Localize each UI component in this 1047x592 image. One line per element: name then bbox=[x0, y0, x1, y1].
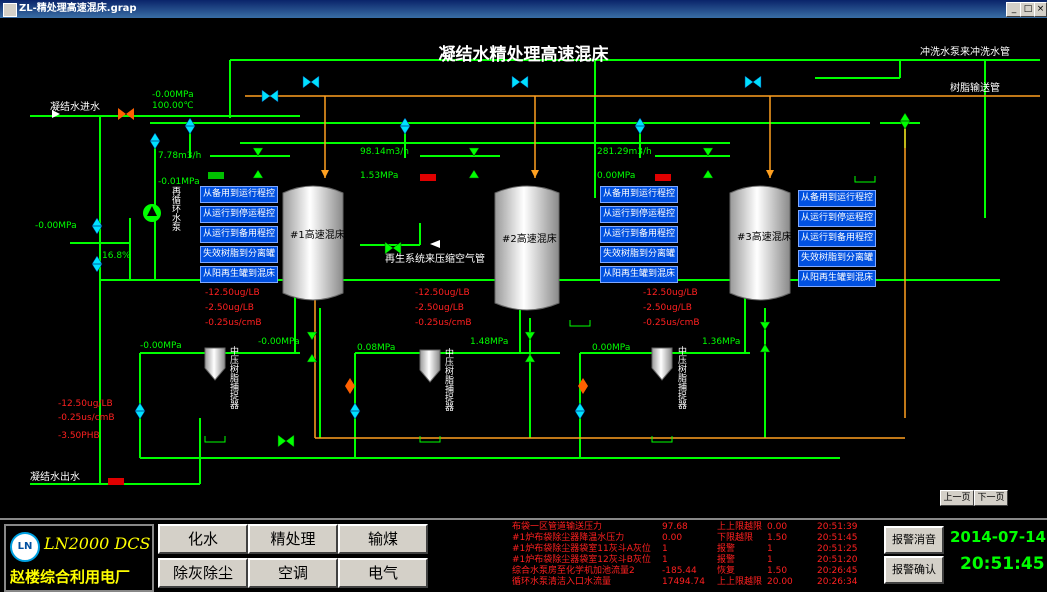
outlet-quality-1: -12.50ug/LB bbox=[58, 399, 113, 409]
vessel-3-ctrl-run-to-standby[interactable]: 从运行到备用程控 bbox=[798, 230, 876, 247]
current-time: 20:51:45 bbox=[960, 554, 1045, 574]
nav-water-chemistry[interactable]: 化水 bbox=[158, 524, 248, 554]
vessel-1-ctrl-resin-to-separator[interactable]: 失效树脂到分离罐 bbox=[200, 246, 278, 263]
vessel-1-label[interactable]: #1高速混床 bbox=[290, 230, 345, 241]
vessel-1-ctrl-standby-to-run[interactable]: 从备用到运行程控 bbox=[200, 186, 278, 203]
vessel-3-trap-label: 中压树脂捕捉器 bbox=[676, 346, 686, 409]
vessel-3-flow: 281.29m3/h bbox=[597, 147, 652, 157]
nav-hvac[interactable]: 空调 bbox=[248, 558, 338, 588]
vessel-1-ctrl-run-to-standby[interactable]: 从运行到备用程控 bbox=[200, 226, 278, 243]
recirc-pressure: -0.01MPa bbox=[158, 177, 200, 187]
vessel-1-controls: 从备用到运行程控 从运行到停运程控 从运行到备用程控 失效树脂到分离罐 从阳再生… bbox=[200, 186, 278, 286]
vessel-2-trap-pressure-a: 0.08MPa bbox=[357, 343, 396, 353]
plant-name: 赵楼综合利用电厂 bbox=[10, 568, 131, 586]
vessel-3-q3: -0.25us/cmB bbox=[643, 318, 700, 328]
vessel-2-ctrl-run-to-stop[interactable]: 从运行到停运程控 bbox=[600, 206, 678, 223]
vessel-2-trap-label: 中压树脂捕捉器 bbox=[443, 348, 453, 411]
resin-pipe-label: 树脂输送管 bbox=[950, 83, 1000, 94]
vessel-3-label[interactable]: #3高速混床 bbox=[737, 232, 792, 243]
window-title: ZL-精处理高速混床.grap bbox=[19, 3, 137, 14]
company-logo-icon: LN bbox=[10, 532, 40, 562]
vessel-2-ctrl-resin-to-separator[interactable]: 失效树脂到分离罐 bbox=[600, 246, 678, 263]
vessel-2-ctrl-standby-to-run[interactable]: 从备用到运行程控 bbox=[600, 186, 678, 203]
vessel-2-pressure: 1.53MPa bbox=[360, 171, 399, 181]
inlet-temp: 100.00℃ bbox=[152, 101, 194, 111]
prev-page-button[interactable]: 上一页 bbox=[940, 490, 974, 506]
recirc-flow: 7.78m3/h bbox=[158, 151, 202, 161]
current-date: 2014-07-14 bbox=[950, 528, 1046, 546]
recirc-pump-label: 再循环水泵 bbox=[170, 186, 180, 231]
vessel-3-trap-pressure-a: 0.00MPa bbox=[592, 343, 631, 353]
condensate-in-label: 凝结水进水 bbox=[50, 102, 100, 113]
system-name: LN2000 DCS bbox=[44, 534, 151, 553]
vessel-1-trap-pressure-b: -0.00MPa bbox=[258, 337, 300, 347]
nav-coal-handling[interactable]: 输煤 bbox=[338, 524, 428, 554]
app-icon bbox=[3, 3, 17, 17]
wash-pump-label: 冲洗水泵来冲洗水管 bbox=[920, 47, 1010, 58]
vessel-3-ctrl-run-to-stop[interactable]: 从运行到停运程控 bbox=[798, 210, 876, 227]
vessel-1-q3: -0.25us/cmB bbox=[205, 318, 262, 328]
vessel-3-trap-pressure-b: 1.36MPa bbox=[702, 337, 741, 347]
close-button[interactable]: × bbox=[1034, 2, 1047, 17]
vessel-2-q3: -0.25us/cmB bbox=[415, 318, 472, 328]
alarm-confirm-button[interactable]: 报警确认 bbox=[884, 556, 944, 584]
bypass-pressure: -0.00MPa bbox=[35, 221, 77, 231]
vessel-1-trap-pressure-a: -0.00MPa bbox=[140, 341, 182, 351]
vessel-1-q2: -2.50ug/LB bbox=[205, 303, 254, 313]
vessel-1-ctrl-run-to-stop[interactable]: 从运行到停运程控 bbox=[200, 206, 278, 223]
vessel-3-controls: 从备用到运行程控 从运行到停运程控 从运行到备用程控 失效树脂到分离罐 从阳再生… bbox=[798, 190, 876, 290]
vessel-1-q1: -12.50ug/LB bbox=[205, 288, 260, 298]
vessel-3-ctrl-resin-to-separator[interactable]: 失效树脂到分离罐 bbox=[798, 250, 876, 267]
vessel-2-trap-pressure-b: 1.48MPa bbox=[470, 337, 509, 347]
inlet-pressure: -0.00MPa bbox=[152, 90, 194, 100]
logo-panel: LN LN2000 DCS 赵楼综合利用电厂 bbox=[4, 524, 154, 592]
vessel-1-ctrl-regen-to-bed[interactable]: 从阳再生罐到混床 bbox=[200, 266, 278, 283]
diagram-title: 凝结水精处理高速混床 bbox=[438, 45, 609, 65]
vessel-2-label[interactable]: #2高速混床 bbox=[502, 234, 557, 245]
condensate-out-label: 凝结水出水 bbox=[30, 472, 80, 483]
vessel-3-q2: -2.50ug/LB bbox=[643, 303, 692, 313]
vessel-2-q1: -12.50ug/LB bbox=[415, 288, 470, 298]
vessel-2-ctrl-regen-to-bed[interactable]: 从阳再生罐到混床 bbox=[600, 266, 678, 283]
vessel-3-pressure: 0.00MPa bbox=[597, 171, 636, 181]
vessel-3-q1: -12.50ug/LB bbox=[643, 288, 698, 298]
vessel-2-controls: 从备用到运行程控 从运行到停运程控 从运行到备用程控 失效树脂到分离罐 从阳再生… bbox=[600, 186, 678, 286]
process-diagram: 凝结水精处理高速混床 冲洗水泵来冲洗水管 树脂输送管 凝结水进水 凝结水出水 再… bbox=[0, 18, 1047, 518]
nav-electrical[interactable]: 电气 bbox=[338, 558, 428, 588]
window-titlebar: ZL-精处理高速混床.grap _ □ × bbox=[0, 0, 1047, 18]
alarm-silence-button[interactable]: 报警消音 bbox=[884, 526, 944, 554]
vessel-2-ctrl-run-to-standby[interactable]: 从运行到备用程控 bbox=[600, 226, 678, 243]
nav-polishing[interactable]: 精处理 bbox=[248, 524, 338, 554]
outlet-quality-3: -3.50PHB bbox=[58, 431, 100, 441]
vessel-2-q2: -2.50ug/LB bbox=[415, 303, 464, 313]
footer-panel: LN LN2000 DCS 赵楼综合利用电厂 化水 精处理 输煤 除灰除尘 空调… bbox=[0, 518, 1047, 592]
vessel-3-ctrl-regen-to-bed[interactable]: 从阳再生罐到混床 bbox=[798, 270, 876, 287]
vessel-1-trap-label: 中压树脂捕捉器 bbox=[228, 346, 238, 409]
vessel-3-ctrl-standby-to-run[interactable]: 从备用到运行程控 bbox=[798, 190, 876, 207]
regen-air-label: 再生系统来压缩空气管 bbox=[385, 254, 485, 265]
outlet-quality-2: -0.25us/cmB bbox=[58, 413, 115, 423]
vessel-2-flow: 98.14m3/h bbox=[360, 147, 409, 157]
nav-ash-removal[interactable]: 除灰除尘 bbox=[158, 558, 248, 588]
next-page-button[interactable]: 下一页 bbox=[974, 490, 1008, 506]
bypass-percent: 16.8% bbox=[102, 251, 131, 261]
